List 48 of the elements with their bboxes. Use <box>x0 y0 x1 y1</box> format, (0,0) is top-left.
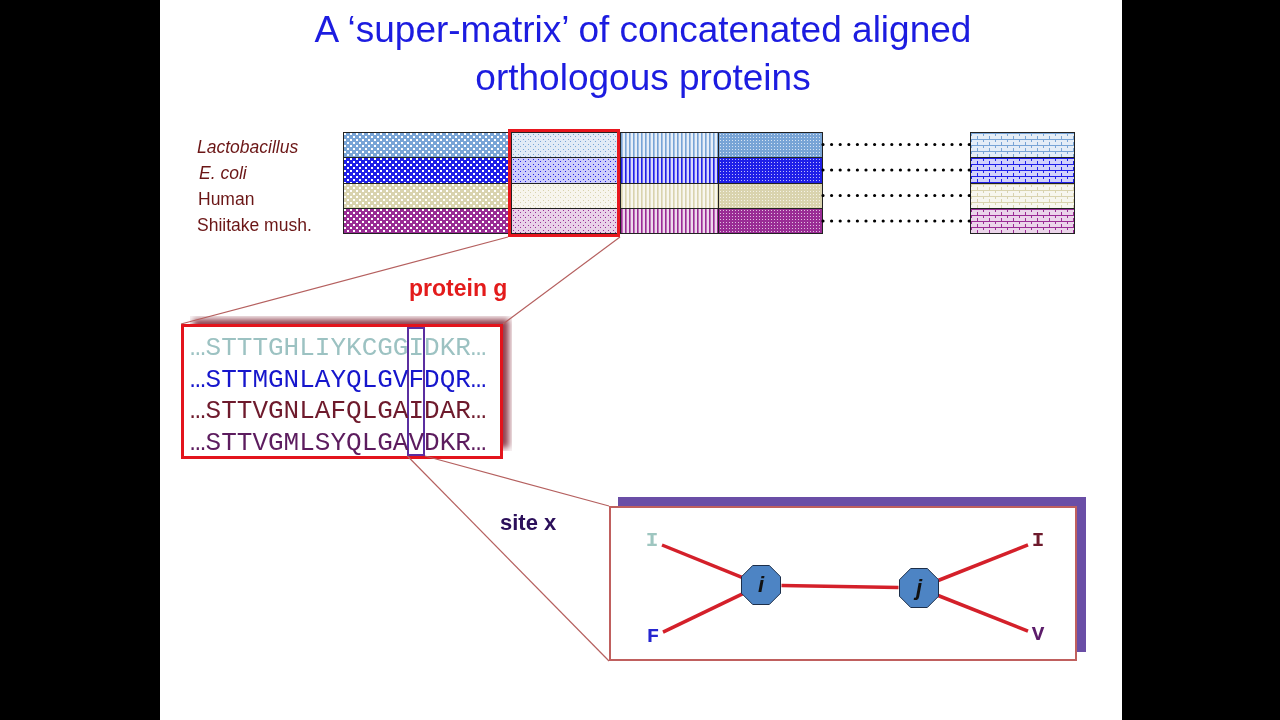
matrix-cell <box>511 132 617 157</box>
zoom-caption: protein g <box>409 275 508 301</box>
residue-letter: I <box>642 529 662 553</box>
tree-branch <box>937 543 1029 583</box>
zoom-line <box>424 455 610 507</box>
matrix-cell <box>343 208 508 234</box>
zoom-line <box>180 236 509 325</box>
residue-letter: I <box>1028 529 1048 553</box>
matrix-cell <box>718 157 823 183</box>
tree-branch <box>661 543 743 579</box>
matrix-cell <box>620 208 718 234</box>
matrix-cell <box>970 183 1075 208</box>
dotted-line <box>821 142 972 147</box>
matrix-cell <box>718 132 823 157</box>
zoom-caption: site x <box>500 510 557 535</box>
residue-letter: F <box>643 625 663 649</box>
zoom-line <box>502 236 621 325</box>
species-label: Lactobacillus <box>197 137 299 157</box>
matrix-cell <box>620 157 718 183</box>
matrix-cell <box>718 208 823 234</box>
octagon-node: j <box>899 568 939 608</box>
matrix-cell <box>511 183 617 208</box>
tree-branch <box>781 583 899 590</box>
residue-letter: V <box>1028 623 1048 647</box>
matrix-cell <box>511 157 617 183</box>
matrix-cell <box>620 132 718 157</box>
dotted-line <box>821 168 972 172</box>
species-label: Shiitake mush. <box>197 215 312 235</box>
matrix-cell <box>970 132 1075 157</box>
matrix-cell <box>718 183 823 208</box>
species-label: Human <box>198 189 255 209</box>
matrix-cell <box>620 183 718 208</box>
species-label: E. coli <box>199 163 247 183</box>
matrix-cell <box>343 157 508 183</box>
tree-branch <box>662 592 744 634</box>
slide-title: A ‘super-matrix’ of concatenated aligned orthologous proteins <box>313 8 973 100</box>
matrix-cell <box>343 183 508 208</box>
tree-panel <box>609 506 1077 661</box>
tree-branch <box>937 593 1029 633</box>
octagon-node: i <box>741 565 781 605</box>
dotted-line <box>821 193 972 198</box>
matrix-cell <box>970 208 1075 234</box>
highlight-box <box>508 129 620 237</box>
matrix-cell <box>511 208 617 234</box>
zoom-line <box>406 455 610 662</box>
matrix-cell <box>970 157 1075 183</box>
dotted-line <box>821 219 972 223</box>
matrix-cell <box>343 132 508 157</box>
